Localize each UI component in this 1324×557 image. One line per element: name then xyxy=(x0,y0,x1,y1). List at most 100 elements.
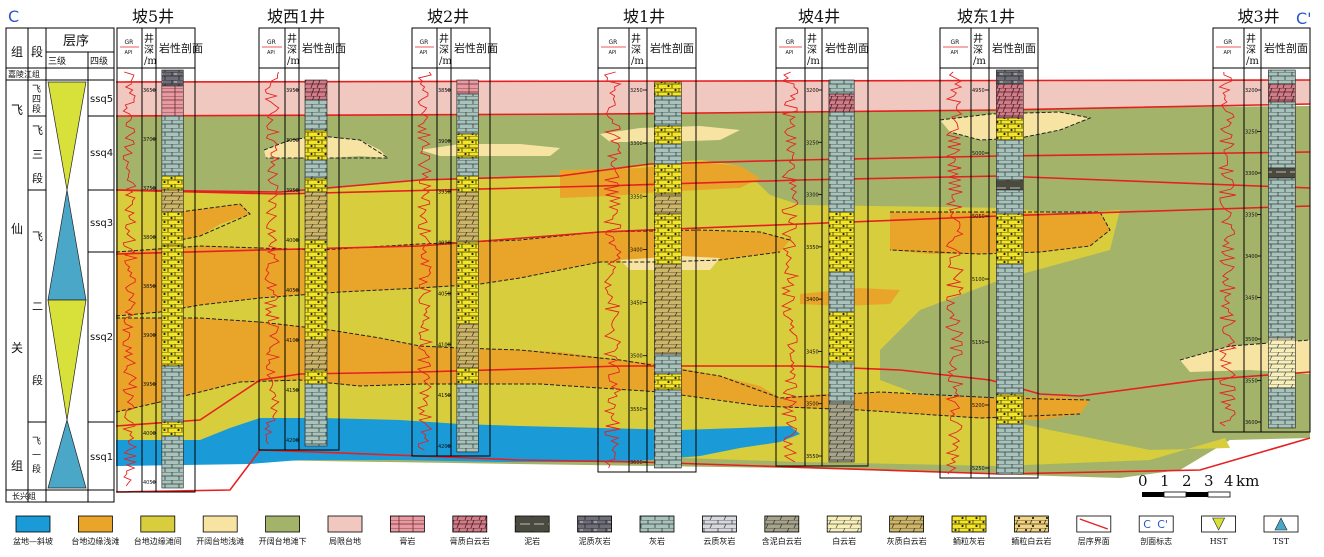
lithology-bed xyxy=(828,271,855,313)
formation-char: 关 xyxy=(11,341,23,355)
scale-tick: 2 xyxy=(1182,472,1192,490)
depth-tick-label: 3250 xyxy=(806,140,819,146)
lith-dolomitic-limestone-swatch xyxy=(702,515,737,533)
lith-header: 岩性剖面 xyxy=(992,41,1036,55)
depth-header: 深 xyxy=(287,44,297,56)
depth-tick-label: 3950 xyxy=(286,188,299,194)
legend-label: 泥质灰岩 xyxy=(579,536,611,546)
lith-argillaceous-limestone-swatch xyxy=(577,515,612,533)
depth-tick-label: 4000 xyxy=(286,238,299,244)
lithology-bed xyxy=(456,79,479,95)
api-label: API xyxy=(786,50,794,56)
depth-tick-label: 3400 xyxy=(1245,254,1258,260)
scale-unit: km xyxy=(1236,472,1259,490)
depth-header: 井 xyxy=(144,32,154,45)
lith-argillaceous-dolomite-swatch xyxy=(764,515,800,533)
lith-calcareous-dolomite-swatch xyxy=(889,515,924,533)
lithology-bed xyxy=(161,69,184,87)
depth-header: 深 xyxy=(807,44,817,56)
gr-label: GR xyxy=(1224,39,1233,46)
legend-item: 台地边缘浅滩 xyxy=(71,515,119,546)
lithology-bed xyxy=(1268,167,1296,179)
depth-header: /m xyxy=(287,56,300,67)
scale-bar: 0 1 2 3 4 km xyxy=(1138,472,1259,498)
well-frame xyxy=(775,27,869,467)
depth-tick-label: 3300 xyxy=(806,193,819,199)
sequence-boundary xyxy=(115,437,1311,493)
legend-item: 云质灰岩 xyxy=(702,515,737,546)
lithology-bed xyxy=(304,369,328,385)
gr-log-curve xyxy=(263,71,281,445)
depth-header: /m xyxy=(631,56,644,67)
depth-tick-label: 5200 xyxy=(972,403,985,409)
lithology-bed xyxy=(996,213,1024,265)
lithology-bed xyxy=(996,189,1024,215)
member-char: 二 xyxy=(32,300,43,313)
tst-triangle-icon xyxy=(47,418,87,489)
gr-label: GR xyxy=(267,39,276,46)
formation-char: 飞 xyxy=(11,103,23,117)
well-column: 坡东1井GRAPI井深/m岩性剖面49505000505051005150520… xyxy=(939,7,1039,479)
well-column: 坡1井GRAPI井深/m岩性剖面325033003350340034503500… xyxy=(597,7,697,473)
legend-item: 膏岩 xyxy=(389,515,425,546)
sequence-boundary xyxy=(115,151,1311,193)
facies-boundary-line xyxy=(115,379,1081,419)
depth-tick-label: 3850 xyxy=(438,88,451,94)
depth-tick-label: 5050 xyxy=(972,214,985,220)
api-label: API xyxy=(267,50,275,56)
depth-tick-label: 4000 xyxy=(143,431,156,437)
depth-tick-label: 5250 xyxy=(972,466,985,472)
lith-gypsum-dolomite-swatch xyxy=(452,515,488,533)
lithology-bed xyxy=(304,239,328,341)
well-name: 坡1井 xyxy=(623,7,665,26)
gr-log-curve xyxy=(121,71,139,487)
depth-tick-label: 4150 xyxy=(438,393,451,399)
facies-boundary-line xyxy=(115,229,791,253)
lithology-bed xyxy=(654,213,682,265)
gr-log-curve xyxy=(1217,71,1237,427)
depth-tick-label: 3300 xyxy=(630,141,643,147)
depth-header: 井 xyxy=(439,32,449,45)
lithology-bed xyxy=(161,85,184,117)
legend-label: 开阔台地浅滩 xyxy=(196,536,244,546)
lithology-bed xyxy=(1268,177,1296,339)
lithology-bed xyxy=(1268,387,1296,429)
gr-log-curve xyxy=(416,71,434,451)
depth-tick-label: 3250 xyxy=(1245,130,1258,136)
legend-item: 鲕粒白云岩 xyxy=(1011,515,1051,546)
legend-item: 层序界面 xyxy=(1076,515,1112,546)
depth-tick-label: 3400 xyxy=(630,247,643,253)
lithology-bed xyxy=(456,175,479,193)
well-name: 坡2井 xyxy=(427,7,469,26)
strat-header-member: 段 xyxy=(31,44,43,59)
legend-label: 鲕粒灰岩 xyxy=(953,536,985,546)
legend-label: 层序界面 xyxy=(1078,536,1110,546)
depth-tick-label: 3550 xyxy=(806,454,819,460)
depth-tick-label: 3750 xyxy=(143,186,156,192)
gr-label: GR xyxy=(125,39,134,46)
lith-oolitic-limestone-swatch xyxy=(951,515,987,533)
depth-header: 深 xyxy=(973,44,983,56)
depth-tick-label: 4050 xyxy=(143,480,156,486)
depth-tick-label: 3550 xyxy=(630,407,643,413)
depth-tick-label: 3650 xyxy=(143,88,156,94)
lithology-bed xyxy=(654,263,682,355)
gr-label: GR xyxy=(786,39,795,46)
lithology-bed xyxy=(304,177,328,193)
lithology-bed xyxy=(654,143,682,165)
legend-label: 云质灰岩 xyxy=(703,536,735,546)
strat-header-sequence: 层序 xyxy=(63,34,89,49)
depth-tick-label: 3500 xyxy=(806,402,819,408)
legend-label: 灰质白云岩 xyxy=(887,536,927,546)
legend-item: 灰质白云岩 xyxy=(887,515,927,546)
lithology-bed xyxy=(304,129,328,161)
facies-restricted-platform-swatch xyxy=(327,515,363,533)
lithology-bed xyxy=(161,115,184,177)
sequence-label: ssq5 xyxy=(90,94,113,105)
well-frame xyxy=(258,27,340,451)
lithology-bed xyxy=(456,93,479,135)
member-char: 飞 xyxy=(32,436,41,447)
section-marker-icon-end: C' xyxy=(1157,518,1168,531)
facies-open-platform-subshoal-swatch xyxy=(265,515,301,533)
member-char: 三 xyxy=(32,148,43,161)
